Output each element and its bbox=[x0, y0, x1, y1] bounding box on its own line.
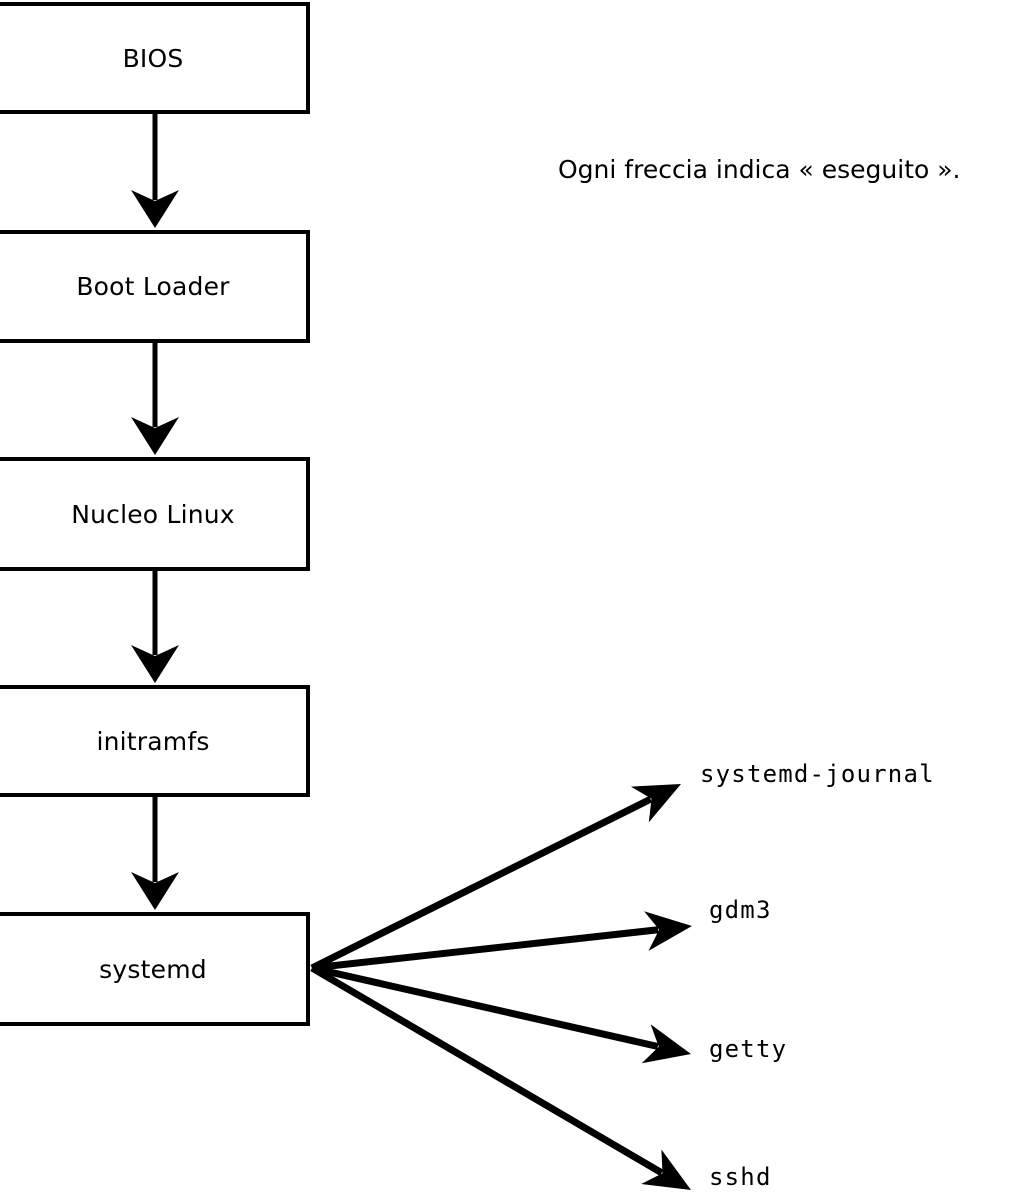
process-box-label: systemd bbox=[99, 954, 207, 984]
process-box-bios: BIOS bbox=[0, 2, 310, 114]
process-box-label: initramfs bbox=[96, 726, 210, 756]
service-label-gdm3: gdm3 bbox=[709, 896, 772, 924]
service-label-sshd: sshd bbox=[709, 1163, 772, 1191]
chain-arrow-head-kernel-to-initramfs bbox=[131, 645, 179, 683]
fan-arrow-head-sshd bbox=[641, 1149, 691, 1190]
fan-arrow-head-getty bbox=[641, 1024, 691, 1064]
process-box-bootloader: Boot Loader bbox=[0, 230, 310, 343]
process-box-kernel: Nucleo Linux bbox=[0, 457, 310, 571]
process-box-initramfs: initramfs bbox=[0, 685, 310, 797]
fan-arrow-shaft-systemd-journal bbox=[310, 796, 653, 972]
fan-arrow-shaft-gdm3 bbox=[311, 926, 659, 972]
service-label-getty: getty bbox=[709, 1035, 788, 1063]
process-box-label: BIOS bbox=[122, 43, 184, 73]
chain-arrow-head-bootloader-to-kernel bbox=[131, 417, 179, 455]
fan-arrow-shaft-getty bbox=[311, 964, 659, 1050]
process-box-systemd: systemd bbox=[0, 912, 310, 1026]
chain-arrows-group bbox=[131, 114, 179, 910]
chain-arrow-head-bios-to-bootloader bbox=[131, 190, 179, 228]
fan-arrows-group bbox=[310, 784, 692, 1190]
chain-arrow-head-initramfs-to-systemd bbox=[131, 872, 179, 910]
process-box-label: Boot Loader bbox=[76, 272, 230, 301]
diagram-caption: Ogni freccia indica « eseguito ». bbox=[558, 155, 961, 184]
service-label-systemd-journal: systemd-journal bbox=[700, 760, 935, 788]
fan-arrow-head-systemd-journal bbox=[630, 784, 681, 823]
process-box-label: Nucleo Linux bbox=[71, 499, 235, 529]
fan-arrow-shaft-sshd bbox=[310, 964, 664, 1176]
fan-arrow-head-gdm3 bbox=[644, 911, 692, 951]
